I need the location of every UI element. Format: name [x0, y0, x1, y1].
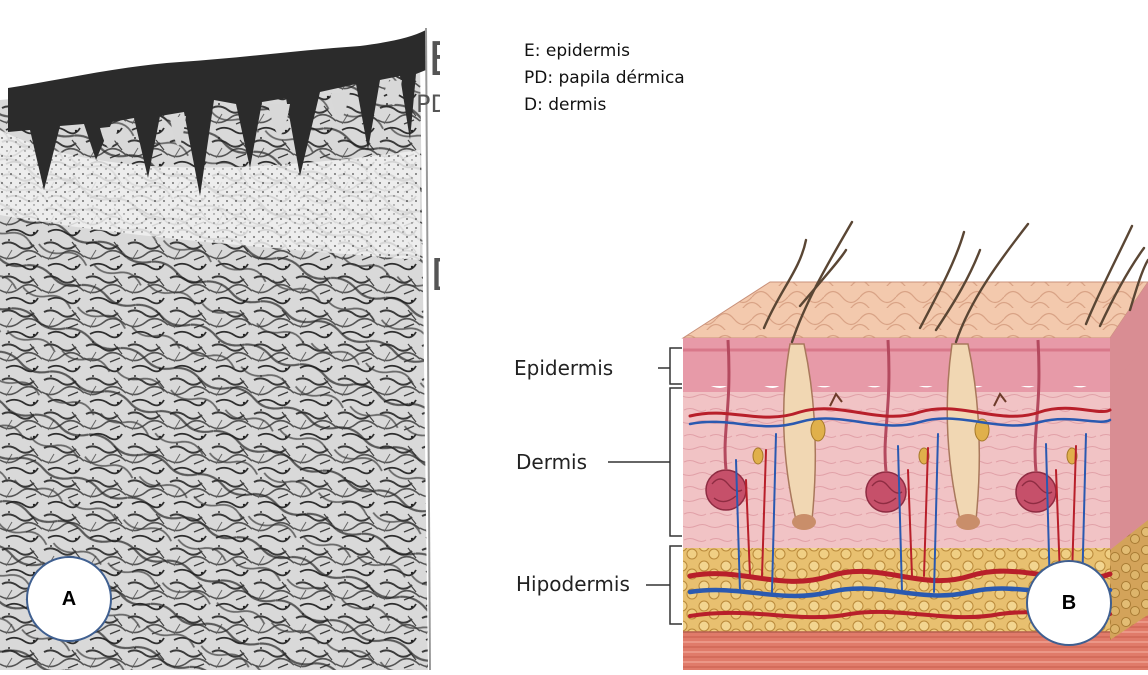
legend-item-papila: PD: papila dérmica	[524, 65, 685, 92]
label-e: E	[428, 32, 440, 86]
panel-b-badge: B	[1026, 560, 1112, 646]
skin-illustration-panel: Epidermis Dermis Hipodermis B	[500, 220, 1148, 670]
dermis-label: Dermis	[516, 450, 587, 474]
label-pd: PD	[416, 90, 440, 118]
legend-item-epidermis: E: epidermis	[524, 38, 685, 65]
epidermis-label: Epidermis	[514, 356, 613, 380]
panel-a-badge: A	[26, 556, 112, 642]
micrograph-panel: E PD D A	[0, 0, 440, 670]
label-d: D	[430, 250, 440, 301]
legend: E: epidermis PD: papila dérmica D: dermi…	[524, 38, 685, 119]
hypodermis-label: Hipodermis	[516, 572, 630, 596]
legend-item-dermis: D: dermis	[524, 92, 685, 119]
